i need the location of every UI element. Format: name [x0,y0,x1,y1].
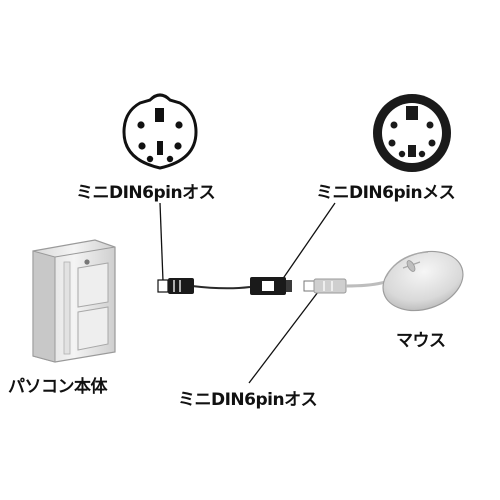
mouse-label: マウス [396,331,446,351]
mouse-plug-icon [303,278,347,294]
mini-din-6pin-female-icon [373,94,451,172]
cable-female-jack-icon [250,277,292,295]
top-left-plug-label: ミニDIN6pinオス [76,183,216,203]
leader-line-bottom [248,291,319,384]
top-right-jack-label: ミニDIN6pinメス [316,183,456,203]
mouse-cable [345,280,386,288]
desktop-tower-icon [32,239,116,363]
bottom-plug-label: ミニDIN6pinオス [178,390,318,410]
computer-label: パソコン本体 [8,377,108,397]
leader-line-right [281,202,336,281]
mouse-icon [382,250,464,312]
mini-din-6pin-male-icon [122,93,198,170]
leader-line-left [159,202,164,282]
cable-male-plug-icon [157,278,194,294]
cable [191,285,251,290]
